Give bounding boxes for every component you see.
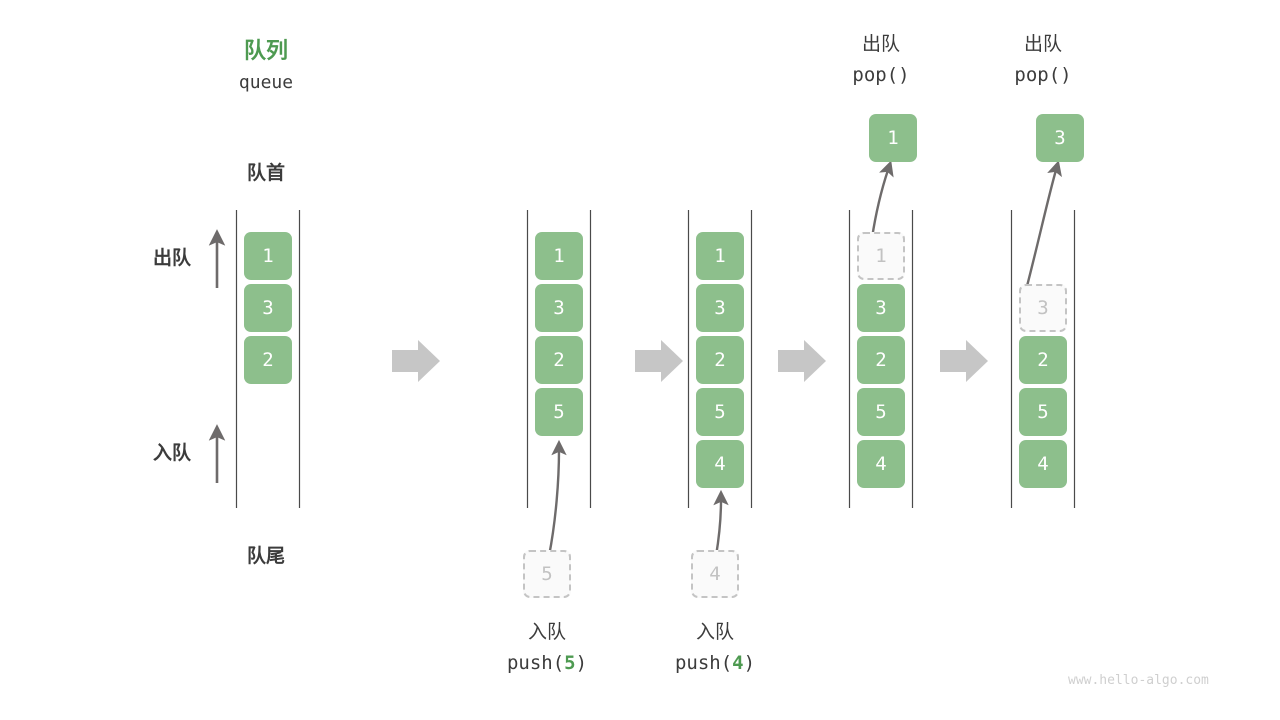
- pop-1-caption: 出队 pop(): [801, 30, 961, 90]
- watermark: www.hello-algo.com: [1068, 673, 1209, 688]
- queue-cell: 3: [696, 284, 744, 332]
- front-label: 队首: [246, 163, 285, 184]
- queue-cell-removed: 1: [857, 232, 905, 280]
- queue-cell: 1: [244, 232, 292, 280]
- incoming-ghost-cell: 4: [691, 550, 739, 598]
- queue-cell: 3: [857, 284, 905, 332]
- queue-cell: 5: [857, 388, 905, 436]
- queue-cell: 3: [535, 284, 583, 332]
- queue-cell: 1: [535, 232, 583, 280]
- queue-cell: 3: [244, 284, 292, 332]
- page-title: 队列: [243, 38, 288, 63]
- push-5-caption: 入队 push(5): [467, 618, 627, 678]
- pop-3-caption: 出队 pop(): [963, 30, 1123, 90]
- push-5-caption-cn: 入队: [527, 622, 566, 643]
- queue-cell-new: 4: [696, 440, 744, 488]
- queue-cell: 5: [1019, 388, 1067, 436]
- queue-cell: 1: [696, 232, 744, 280]
- queue-cell: 4: [857, 440, 905, 488]
- push-5-call-suffix: ): [575, 652, 588, 674]
- push-4-caption: 入队 push(4): [635, 618, 795, 678]
- queue-cell: 2: [857, 336, 905, 384]
- push-4-call-prefix: push(: [674, 652, 733, 674]
- push-5-caption-call: push(5): [467, 648, 627, 678]
- queue-cell: 4: [1019, 440, 1067, 488]
- dequeue-direction-label: 出队: [152, 248, 191, 269]
- push-4-call-suffix: ): [743, 652, 756, 674]
- push-4-call-arg: 4: [732, 652, 744, 674]
- push-4-caption-call: push(4): [635, 648, 795, 678]
- queue-cell: 5: [696, 388, 744, 436]
- queue-cell-removed: 3: [1019, 284, 1067, 332]
- queue-cell: 2: [535, 336, 583, 384]
- queue-cell: 2: [244, 336, 292, 384]
- queue-cell: 2: [696, 336, 744, 384]
- queue-cell: 2: [1019, 336, 1067, 384]
- popped-cell: 3: [1036, 114, 1084, 162]
- pop-3-caption-call: pop(): [1014, 64, 1072, 86]
- page-subtitle: queue: [238, 72, 294, 93]
- tube-rails: [235, 210, 1076, 508]
- push-5-call-prefix: push(: [506, 652, 565, 674]
- enqueue-direction-label: 入队: [152, 443, 191, 464]
- push-5-call-arg: 5: [564, 652, 576, 674]
- popped-cell: 1: [869, 114, 917, 162]
- incoming-ghost-cell: 5: [523, 550, 571, 598]
- queue-cell-new: 5: [535, 388, 583, 436]
- rear-label: 队尾: [246, 546, 285, 567]
- push-4-caption-cn: 入队: [695, 622, 734, 643]
- pop-1-caption-call: pop(): [852, 64, 910, 86]
- pop-1-caption-cn: 出队: [861, 34, 900, 55]
- pop-3-caption-cn: 出队: [1023, 34, 1062, 55]
